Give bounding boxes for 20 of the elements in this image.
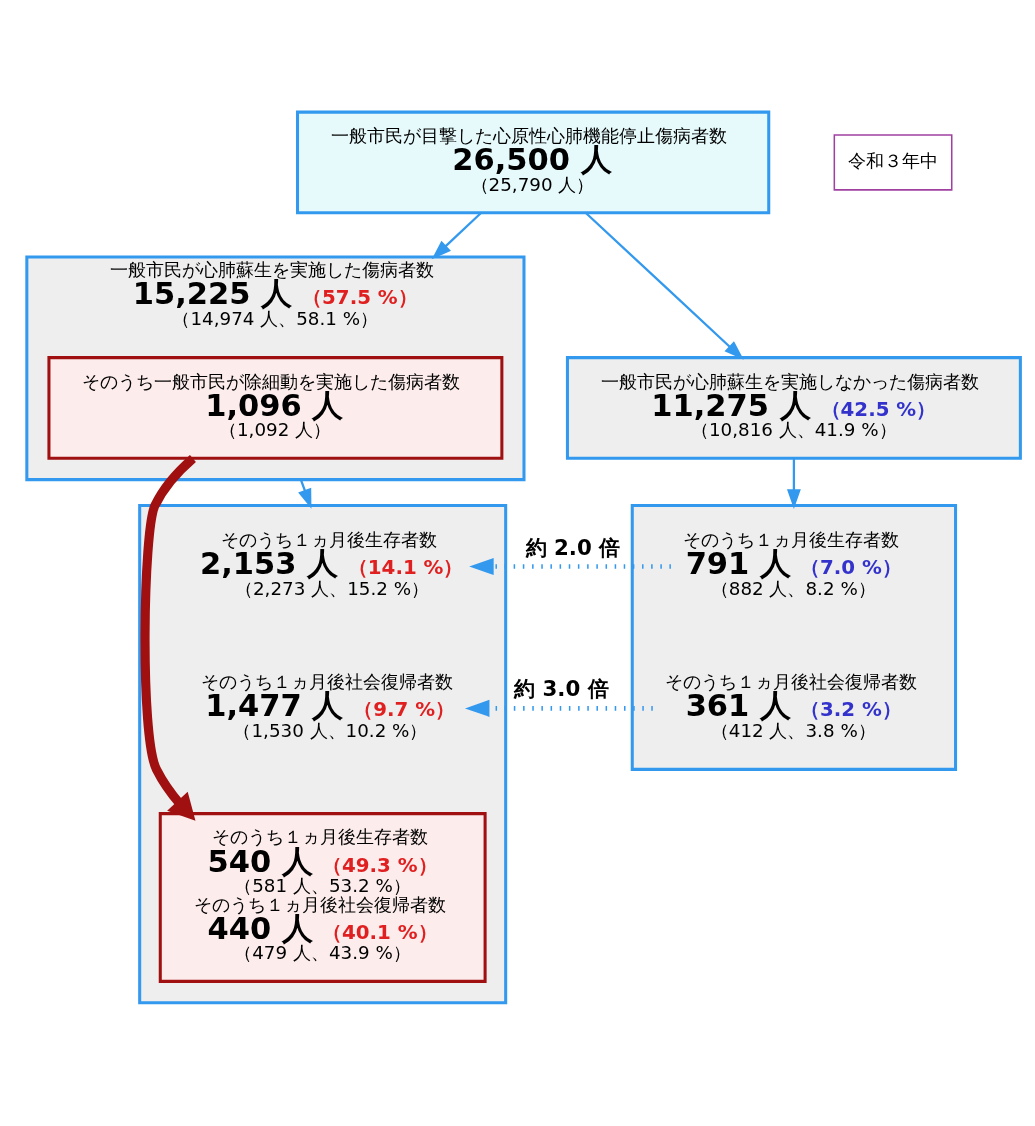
node-box: そのうち１ヵ月後生存者数 540 人 （49.3 %） （581 人、53.2 %） そのうち１ヵ月後社会復帰者数 440 人 （40.1 %） （479 人、43.9 %） bbox=[158, 811, 487, 983]
cluster bbox=[138, 503, 508, 1004]
cluster bbox=[630, 503, 958, 771]
arrow bbox=[140, 454, 196, 821]
arrow bbox=[469, 557, 671, 575]
node-box: そのうち一般市民が除細動を実施した傷病者数 1,096 人 （1,092 人） bbox=[47, 355, 504, 460]
edge-label: 約 2.0 倍 bbox=[525, 534, 621, 560]
node-box: 一般市民が心肺蘇生を実施しなかった傷病者数 11,275 人 （42.5 %） （10,816 人、41.9 %） bbox=[565, 355, 1022, 460]
arrow bbox=[465, 699, 653, 717]
edge-label: 約 3.0 倍 bbox=[514, 675, 609, 701]
node-text: そのうち１ヵ月後生存者数 2,153 人 （14.1 %） （2,273 人、15.2 %） bbox=[199, 528, 464, 599]
node-text: そのうち１ヵ月後社会復帰者数 1,477 人 （9.7 %） （1,530 人、10.2 %） bbox=[201, 670, 456, 741]
node-box: 一般市民が目撃した心原性心肺機能停止傷病者数 26,500 人 （25,790 人） bbox=[296, 110, 771, 214]
arrow bbox=[298, 478, 312, 509]
label: 令和３年中 bbox=[848, 149, 939, 171]
node-text: そのうち１ヵ月後社会復帰者数 361 人 （3.2 %） （412 人、3.8 %） bbox=[665, 670, 918, 741]
node-text: そのうち１ヵ月後生存者数 791 人 （7.0 %） （882 人、8.2 %） bbox=[683, 528, 902, 599]
arrow bbox=[585, 211, 744, 360]
arrow bbox=[431, 211, 482, 259]
arrow bbox=[786, 458, 801, 509]
